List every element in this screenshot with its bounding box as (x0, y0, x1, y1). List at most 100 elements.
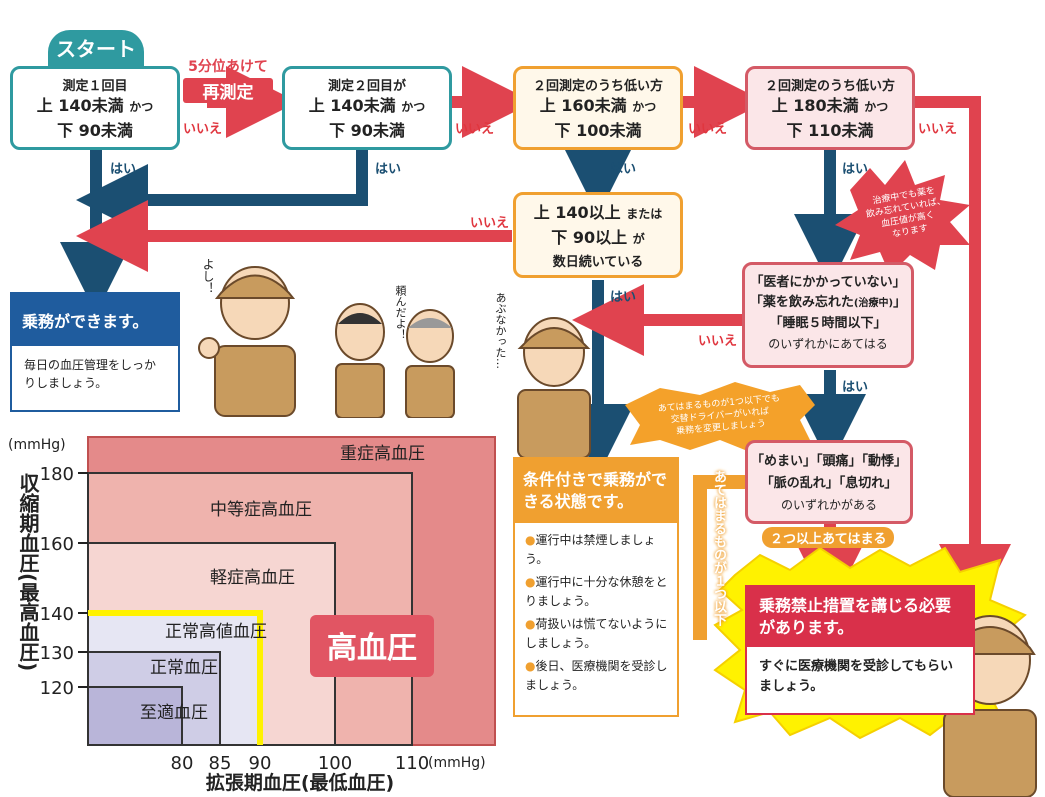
ban-card: 乗務禁止措置を講じる必要があります。 すぐに医療機関を受診してもらいましょう。 (745, 585, 975, 715)
hypertension-badge (310, 615, 434, 677)
q2-line1: 「めまい」「頭痛」「動悸」 (750, 454, 907, 469)
q1-line2a: 「薬を飲み忘れた (749, 295, 854, 310)
no-label-3: いいえ (688, 122, 728, 137)
yes-label-1: はい (110, 162, 137, 177)
chart-region-label: 正常高値血圧 (165, 622, 267, 642)
persistent-or: または (626, 207, 663, 221)
retest-line1: 5分位あけて (188, 59, 268, 75)
conditional-list: ●運行中は禁煙しましょう。 ●運行中に十分な休憩をとりましょう。 ●荷扱いは慌て… (515, 531, 677, 695)
persistent-days: 数日続いている (552, 255, 644, 270)
can-drive-title: 乗務ができます。 (12, 294, 178, 346)
speech-yoshi: よし！ (201, 258, 215, 294)
measure-3-box: ２回測定のうち低い方 上 160未満 かつ 下 100未満 (513, 66, 683, 150)
q1-line1: 「医者にかかっていない」 (750, 275, 906, 290)
speech-tanomu: 頼んだよ！ (394, 285, 407, 340)
measure-4-upper: 上 180未満 (771, 96, 859, 115)
no-label-6: いいえ (698, 334, 738, 349)
y-axis-title: 収縮期血圧(最高血圧) (16, 473, 40, 672)
measure-4-box: ２回測定のうち低い方 上 180未満 かつ 下 110未満 (745, 66, 915, 150)
burst-shape-1 (835, 160, 970, 275)
measure-1-lower: 下 90未満 (57, 121, 133, 140)
conditional-item: ●運行中は禁煙しましょう。 (525, 533, 656, 566)
burst-shape-2 (625, 382, 815, 452)
x-tick-label: 85 (209, 753, 232, 774)
measure-1-box: 測定１回目 上 140未満 かつ 下 90未満 (10, 66, 180, 150)
chart-region-label: 軽症高血圧 (210, 568, 295, 588)
retest-line2: 再測定 (183, 78, 273, 103)
no-label-5: いいえ (470, 216, 510, 231)
conditional-item: ●荷扱いは慌てないようにしましょう。 (525, 617, 668, 650)
measure-3-and: かつ (632, 100, 657, 114)
arrow-one-or-less (693, 475, 745, 640)
conditional-card: 条件付きで乗務ができる状態です。 ●運行中は禁煙しましょう。 ●運行中に十分な休… (513, 457, 679, 717)
conditional-item: ●後日、医療機関を受診しましょう。 (525, 659, 668, 692)
ban-title: 乗務禁止措置を講じる必要があります。 (747, 587, 973, 647)
measure-4-lower: 下 110未満 (786, 121, 874, 140)
question-1-box: 「医者にかかっていない」 「薬を飲み忘れた(治療中)」 「睡眠５時間以下」 のい… (742, 262, 914, 368)
measure-2-and: かつ (401, 100, 426, 114)
measure-3-upper: 上 160未満 (539, 96, 627, 115)
driver-thumbsup-illustration (198, 266, 296, 417)
y-tick-label: 180 (40, 464, 74, 485)
arrow-yes-2 (76, 150, 368, 236)
x-axis-title: 拡張期血圧(最低血圧) (206, 771, 394, 794)
manager-illustration (335, 303, 385, 418)
can-drive-body: 毎日の血圧管理をしっかりしましょう。 (24, 358, 157, 390)
measure-3-lower: 下 100未満 (554, 121, 642, 140)
y-tick-label: 130 (40, 643, 74, 664)
q2-line3: のいずれかがある (780, 498, 877, 512)
no-label-2: いいえ (455, 122, 495, 137)
speech-abunakatta: あぶなかった… (494, 292, 507, 369)
x-tick-label: 90 (249, 753, 272, 774)
x-unit-label: (mmHg) (428, 755, 486, 771)
yes-label-4: はい (842, 162, 869, 177)
chart-region (87, 686, 183, 746)
measure-2-head: 測定２回目が (327, 79, 406, 94)
measure-1-and: かつ (129, 100, 154, 114)
yes-label-6: はい (842, 380, 869, 395)
conditional-title: 条件付きで乗務ができる状態です。 (515, 459, 677, 523)
q1-line2b: (治療中) (853, 298, 894, 309)
chart-region-label: 正常血圧 (150, 658, 218, 678)
yes-label-2: はい (375, 162, 402, 177)
question-2-box: 「めまい」「頭痛」「動悸」 「脈の乱れ」「息切れ」 のいずれかがある (745, 440, 913, 524)
can-drive-card: 乗務ができます。 毎日の血圧管理をしっかりしましょう。 (10, 292, 180, 412)
q1-line3: 「睡眠５時間以下」 (769, 316, 887, 331)
measure-2-lower: 下 90未満 (329, 121, 405, 140)
measure-1-upper: 上 140未満 (36, 96, 124, 115)
x-tick-label: 100 (318, 753, 352, 774)
y-tick-label: 140 (40, 604, 74, 625)
persistent-upper: 上 140以上 (533, 203, 621, 222)
relieved-driver-illustration (517, 317, 591, 458)
yes-label-3: はい (610, 162, 637, 177)
y-unit-label: (mmHg) (8, 437, 66, 453)
persistent-ga: が (632, 232, 645, 246)
no-label-1: いいえ (183, 122, 223, 137)
persistent-lower: 下 90以上 (551, 228, 628, 247)
threshold-line (88, 610, 263, 745)
ban-body: すぐに医療機関を受診してもらいましょう。 (759, 659, 953, 694)
hypertension-label: 高血圧 (327, 631, 417, 666)
persistent-box: 上 140以上 または 下 90以上 が 数日続いている (513, 192, 683, 278)
chart-region-label: 中等症高血圧 (210, 500, 312, 520)
start-label: スタート (48, 30, 144, 68)
supervisor-illustration (405, 309, 455, 418)
one-or-less-label: あてはまるものが１つ以下 (711, 470, 726, 626)
x-tick-label: 110 (395, 753, 429, 774)
conditional-item: ●運行中に十分な休憩をとりましょう。 (525, 575, 668, 608)
retest-label: 5分位あけて 再測定 (183, 56, 273, 103)
measure-4-head: ２回測定のうち低い方 (764, 79, 895, 94)
two-or-more-label: ２つ以上あてはまる (762, 527, 895, 548)
yes-label-5: はい (610, 290, 637, 305)
arrow-no-4 (910, 96, 1011, 616)
q2-line2: 「脈の乱れ」「息切れ」 (760, 476, 898, 491)
measure-1-head: 測定１回目 (62, 79, 128, 94)
measure-2-upper: 上 140未満 (308, 96, 396, 115)
no-label-4: いいえ (918, 122, 958, 137)
measure-4-and: かつ (864, 100, 889, 114)
measure-3-head: ２回測定のうち低い方 (532, 79, 663, 94)
blood-pressure-chart: 重症高血圧中等症高血圧軽症高血圧正常高値血圧正常血圧至適血圧高血圧1201301… (8, 436, 496, 794)
y-tick-label: 160 (40, 534, 74, 555)
measure-2-box: 測定２回目が 上 140未満 かつ 下 90未満 (282, 66, 452, 150)
chart-region-label: 至適血圧 (140, 703, 208, 723)
